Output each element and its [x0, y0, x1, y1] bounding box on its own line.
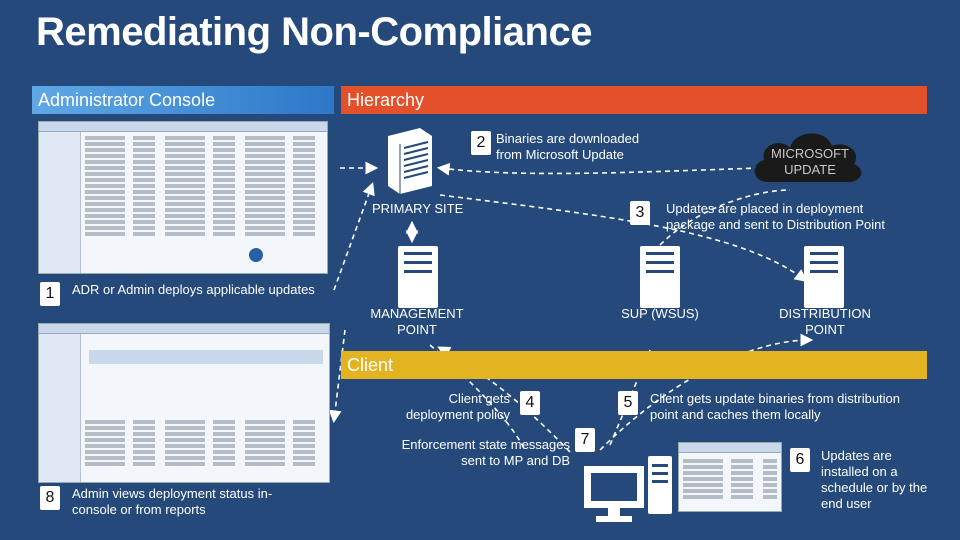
arrow-admin-to-site	[333, 181, 375, 291]
step-3-badge: 3	[630, 201, 650, 225]
distribution-point-label: DISTRIBUTION POINT	[779, 306, 871, 337]
arrow-site-to-console8	[328, 329, 346, 424]
step-3-text: Updates are placed in deployment package…	[666, 201, 885, 232]
arrow-sup-to-cloud	[659, 189, 791, 246]
admin-console-band: Administrator Console	[32, 86, 334, 114]
step-4-badge: 4	[520, 391, 540, 415]
client-tower-icon	[648, 456, 672, 514]
step-7-badge: 7	[575, 428, 595, 452]
primary-site-server-icon	[388, 128, 432, 194]
step-1-text: ADR or Admin deploys applicable updates	[72, 282, 315, 297]
management-point-label: MANAGEMENT POINT	[370, 306, 464, 337]
arrow-mp-to-client	[429, 344, 526, 451]
primary-site-label: PRIMARY SITE	[372, 201, 464, 216]
client-band: Client	[341, 351, 927, 379]
cloud-icon	[754, 133, 862, 183]
arrow-site-to-dp	[439, 194, 808, 282]
management-point-server-icon	[398, 246, 438, 308]
page-title: Remediating Non-Compliance	[36, 10, 592, 54]
sup-server-icon	[640, 246, 680, 308]
step-8-text: Admin views deployment status in-console…	[72, 486, 273, 517]
step-6-text: Updates are installed on a schedule or b…	[821, 448, 928, 511]
hierarchy-band: Hierarchy	[341, 86, 927, 114]
client-computer-icon	[584, 466, 644, 522]
step-7-text: Enforcement state messages sent to MP an…	[401, 437, 570, 468]
sup-label: SUP (WSUS)	[621, 306, 699, 321]
step-6-badge: 6	[790, 448, 810, 472]
step-5-badge: 5	[618, 391, 638, 415]
console-screenshot-deployment	[38, 121, 328, 274]
step-5-text: Client gets update binaries from distrib…	[650, 391, 901, 422]
step-1-badge: 1	[40, 282, 60, 306]
cloud-label: MICROSOFT UPDATE	[771, 146, 849, 177]
pie-chart-icon	[249, 248, 263, 262]
step-4-text: Client gets deployment policy	[405, 391, 510, 422]
arrow-client-to-mp	[437, 346, 571, 453]
software-center-screenshot	[678, 442, 782, 512]
step-2-text: Binaries are downloaded from Microsoft U…	[496, 131, 640, 162]
step-8-badge: 8	[40, 486, 60, 510]
arrow-cloud-to-site	[436, 162, 761, 176]
console-screenshot-status	[38, 323, 330, 483]
distribution-point-server-icon	[804, 246, 844, 308]
step-2-badge: 2	[471, 131, 491, 155]
